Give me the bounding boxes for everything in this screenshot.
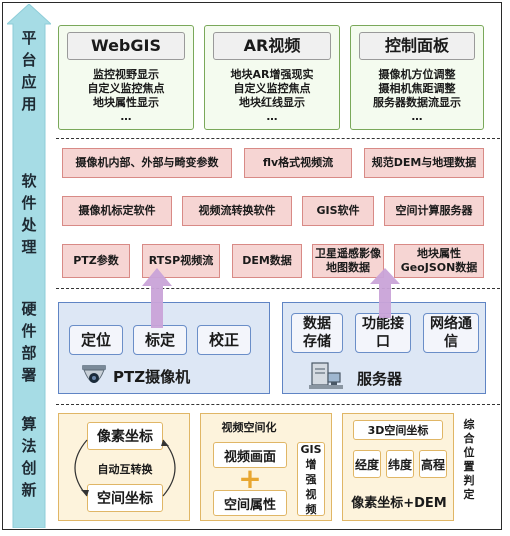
platform-control-line: 摄像机方位调整 [378, 68, 456, 81]
algorithm-3d-panel: 3D空间坐标 经度 纬度 高程 像素坐标+DEM [342, 413, 454, 521]
server-item-storage: 数据存储 [291, 313, 343, 353]
hardware-server-panel: 数据存储 功能接口 网络通信 服务器 [282, 302, 486, 394]
platform-ar-line: … [266, 110, 278, 123]
longitude-box: 经度 [353, 450, 381, 478]
platform-control-line: … [411, 110, 423, 123]
layer-label-hardware: 硬件部署 [21, 300, 37, 384]
software-calibration: 摄像机标定软件 [62, 196, 172, 226]
software-geojson-data: 地块属性GeoJSON数据 [394, 244, 484, 278]
software-satellite-map: 卫星遥感影像地图数据 [312, 244, 384, 278]
server-icon [309, 362, 343, 389]
hardware-camera-panel: 定位 标定 校正 PTZ摄像机 [58, 302, 270, 394]
platform-ar-panel: AR视频 地块AR增强现实 自定义监控焦点 地块红线显示 … [204, 25, 340, 130]
platform-webgis-panel: WebGIS 监控视野显示 自定义监控焦点 地块属性显示 … [58, 25, 194, 130]
plus-sign: + [238, 462, 262, 495]
software-spatial-server: 空间计算服务器 [384, 196, 484, 226]
algorithm-coordinate-panel: 像素坐标 自动互转换 空间坐标 [58, 413, 190, 521]
server-item-network: 网络通信 [423, 313, 479, 353]
spatial-attribute-box: 空间属性 [213, 490, 287, 516]
video-spatial-title: 视频空间化 [221, 421, 277, 434]
camera-item-correct: 校正 [197, 325, 251, 355]
separator-2 [56, 288, 500, 289]
platform-webgis-line: 自定义监控焦点 [87, 82, 165, 95]
platform-webgis-line: 地块属性显示 [93, 96, 159, 109]
platform-control-panel: 控制面板 摄像机方位调整 摄相机焦距调整 服务器数据流显示 … [350, 25, 484, 130]
camera-item-locate: 定位 [69, 325, 123, 355]
data-flow-arrow-satellite [370, 268, 400, 318]
camera-item-calibrate: 标定 [133, 325, 187, 355]
platform-ar-title: AR视频 [213, 32, 331, 60]
platform-webgis-title: WebGIS [67, 32, 185, 60]
platform-ar-line: 自定义监控焦点 [233, 82, 311, 95]
software-dem-geo: 规范DEM与地理数据 [364, 148, 484, 178]
server-label: 服务器 [357, 370, 403, 388]
spatial-coordinate-box: 空间坐标 [87, 484, 163, 512]
algorithm-video-spatial-panel: 视频空间化 视频画面 + 空间属性 GIS增强视频 [200, 413, 332, 521]
diagram-frame [2, 2, 502, 530]
ptz-camera-icon [82, 365, 106, 383]
platform-webgis-line: … [120, 110, 132, 123]
software-camera-params: 摄像机内部、外部与畸变参数 [62, 148, 232, 178]
3d-coordinate-title: 3D空间坐标 [353, 420, 443, 440]
layer-axis-arrow [7, 4, 51, 528]
latitude-box: 纬度 [386, 450, 414, 478]
gis-enhanced-video-box: GIS增强视频 [297, 442, 325, 516]
software-dem-data: DEM数据 [232, 244, 302, 278]
conversion-cycle-icon [74, 439, 176, 497]
platform-control-line: 服务器数据流显示 [373, 96, 461, 109]
platform-control-title: 控制面板 [359, 32, 475, 60]
auto-convert-label: 自动互转换 [97, 463, 153, 476]
integrated-position-label: 综合位置判定 [463, 418, 475, 501]
platform-webgis-line: 监控视野显示 [93, 68, 159, 81]
pixel-dem-label: 像素坐标+DEM [351, 496, 447, 511]
layer-label-algorithm: 算法创新 [21, 415, 37, 499]
platform-ar-line: 地块AR增强现实 [230, 68, 314, 81]
separator-1 [56, 138, 500, 139]
pixel-coordinate-box: 像素坐标 [87, 422, 163, 450]
layer-label-platform: 平台应用 [21, 29, 37, 113]
software-stream-convert: 视频流转换软件 [182, 196, 292, 226]
server-item-interface: 功能接口 [355, 313, 411, 353]
layer-label-software: 软件处理 [21, 172, 37, 256]
separator-3 [56, 404, 500, 405]
data-flow-arrow-rtsp [142, 268, 172, 328]
video-frame-box: 视频画面 [213, 442, 287, 468]
camera-label: PTZ摄像机 [113, 368, 191, 386]
elevation-box: 高程 [419, 450, 447, 478]
software-flv-stream: flv格式视频流 [244, 148, 352, 178]
software-ptz-params: PTZ参数 [62, 244, 130, 278]
software-gis: GIS软件 [302, 196, 374, 226]
platform-control-line: 摄相机焦距调整 [378, 82, 456, 95]
platform-ar-line: 地块红线显示 [239, 96, 305, 109]
